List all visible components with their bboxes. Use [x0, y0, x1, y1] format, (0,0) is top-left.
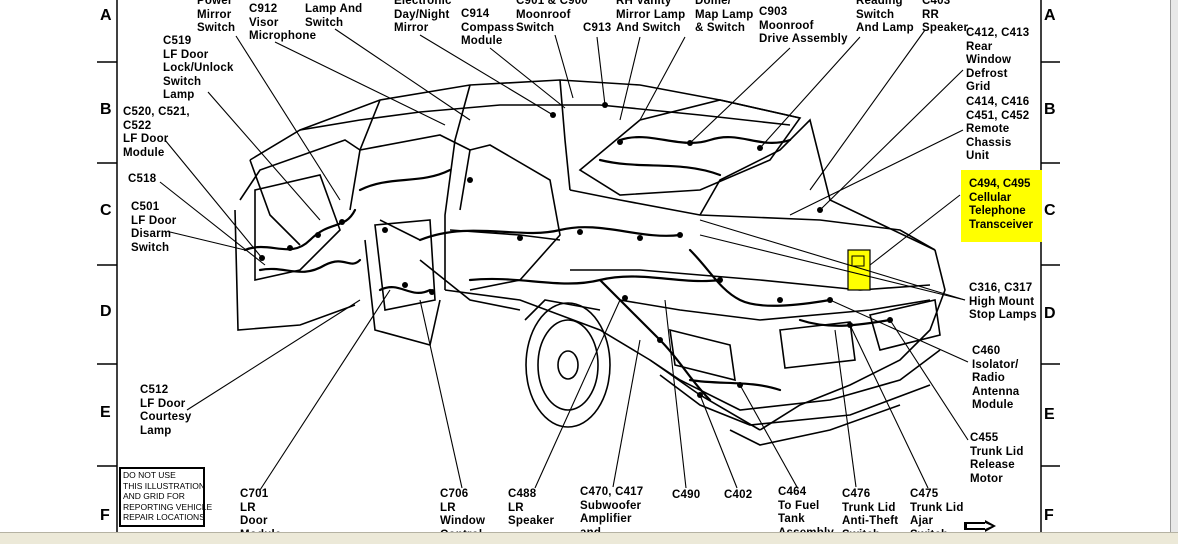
label-c519: C519 LF Door Lock/Unlock Switch Lamp — [163, 35, 234, 101]
grid-row-f-right: F — [1044, 507, 1054, 524]
label-c316: C316, C317 High Mount Stop Lamps — [969, 282, 1037, 321]
highlighted-callout-c494: C494, C495 Cellular Telephone Transceive… — [961, 170, 1042, 242]
grid-row-e-left: E — [100, 404, 111, 421]
leader-lines — [159, 28, 969, 491]
grid-row-c-right: C — [1044, 202, 1056, 219]
label-c501: C501 LF Door Disarm Switch — [131, 201, 177, 254]
window-bottom-edge — [0, 532, 1178, 544]
label-c518: C518 — [128, 173, 157, 185]
vertical-scrollbar[interactable] — [1170, 0, 1178, 532]
grid-row-c-left: C — [100, 202, 112, 219]
grid-row-d-right: D — [1044, 305, 1056, 322]
label-c914: C914 Compass Module — [461, 8, 515, 47]
wiring-harness — [243, 136, 892, 402]
label-c520: C520, C521, C522 LF Door Module — [123, 106, 190, 159]
label-power-mirror-switch: Power Mirror Switch — [197, 0, 236, 34]
label-c460: C460 Isolator/ Radio Antenna Module — [972, 345, 1020, 411]
next-page-arrow-icon[interactable] — [963, 520, 997, 532]
label-c488: C488 LR Speaker — [508, 488, 555, 527]
label-reading-switch: Reading Switch And Lamp — [856, 0, 914, 34]
label-c903: C903 Moonroof Drive Assembly — [759, 6, 848, 45]
label-c402: C402 — [724, 489, 753, 501]
label-moonroof-switch: C901 & C900 Moonroof Switch — [516, 0, 588, 34]
grid-row-b-left: B — [100, 101, 112, 118]
label-c912: C912 Visor Microphone — [249, 3, 317, 42]
label-c414: C414, C416 C451, C452 Remote Chassis Uni… — [966, 96, 1030, 162]
label-electronic-mirror: Electronic Day/Night Mirror — [394, 0, 452, 34]
label-c455: C455 Trunk Lid Release Motor — [970, 432, 1024, 485]
label-lamp-and-switch: Lamp And Switch — [305, 3, 363, 29]
grid-row-a-left: A — [100, 7, 112, 24]
grid-row-f-left: F — [100, 507, 110, 524]
label-rr-speaker: C403 RR Speaker — [922, 0, 969, 34]
rear-wheel — [524, 299, 611, 428]
label-c412: C412, C413 Rear Window Defrost Grid — [966, 27, 1030, 93]
grid-row-d-left: D — [100, 303, 112, 320]
label-rh-vanity: RH Vanity Mirror Lamp And Switch — [616, 0, 686, 34]
label-c470: C470, C417 Subwoofer Amplifier and — [580, 486, 644, 539]
grid-row-e-right: E — [1044, 406, 1055, 423]
disclaimer-notice: DO NOT USE THIS ILLUSTRATION AND GRID FO… — [119, 467, 212, 527]
car-body — [234, 79, 946, 446]
cellular-transceiver-component — [847, 249, 871, 291]
grid-row-a-right: A — [1044, 7, 1056, 24]
label-dome-map-lamp: Dome/ Map Lamp & Switch — [695, 0, 754, 34]
label-c512: C512 LF Door Courtesy Lamp — [140, 384, 192, 437]
label-c913: C913 — [583, 22, 612, 34]
diagram-frame — [97, 0, 1060, 532]
label-c490: C490 — [672, 489, 701, 501]
grid-row-b-right: B — [1044, 101, 1056, 118]
